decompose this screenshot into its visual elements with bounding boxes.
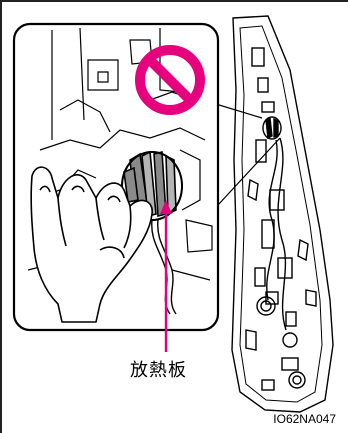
callout-arrow [160,200,172,352]
bulb-socket-small [262,116,282,140]
lamp-assembly [231,15,334,413]
detail-background-parts [27,27,213,281]
hand-illustration [30,166,153,323]
figure-code: IO62NA047 [273,412,336,426]
prohibition-icon [135,45,205,115]
frame-left-border [0,0,2,433]
frame-top-border [0,0,348,2]
heat-sink-label: 放熱板 [130,360,187,381]
